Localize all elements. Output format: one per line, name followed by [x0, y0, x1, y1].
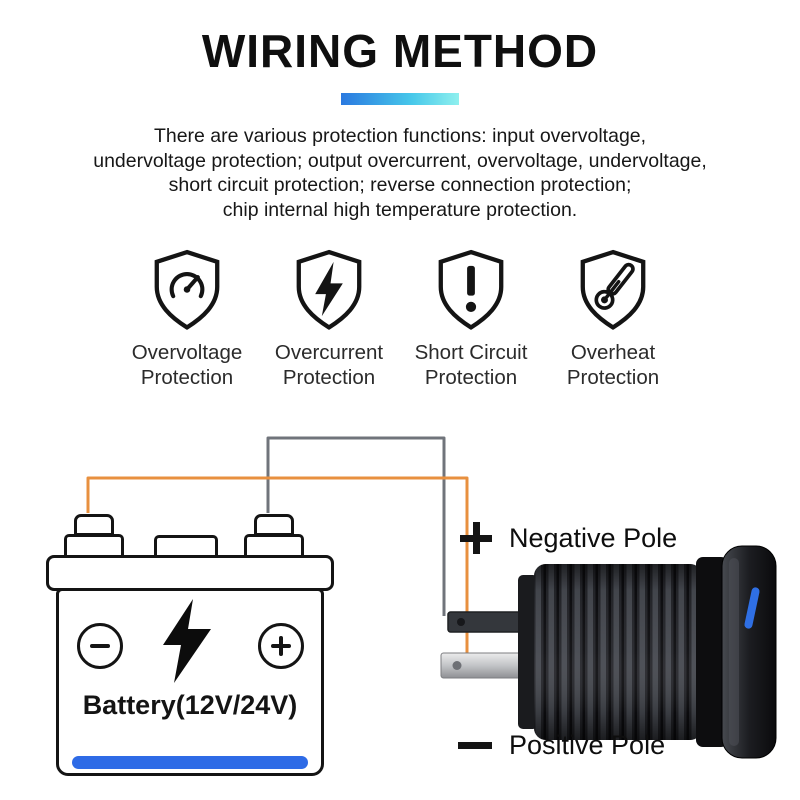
feature-label-line: Overvoltage [131, 341, 243, 364]
feature-label: Overheat Protection [567, 340, 659, 390]
gauge-shield-icon [150, 248, 224, 332]
battery-terminal-right-cap [254, 514, 294, 536]
minus-icon [458, 742, 492, 749]
positive-wire [86, 476, 469, 658]
plus-icon [460, 522, 492, 554]
description-text: There are various protection functions: … [20, 124, 780, 222]
description-line: There are various protection functions: … [153, 125, 647, 147]
page-title: WIRING METHOD [201, 25, 599, 77]
battery-body [56, 588, 324, 776]
feature-label-line: Short Circuit [414, 341, 528, 364]
feature-overvoltage: Overvoltage Protection [118, 248, 256, 390]
feature-label: Overcurrent Protection [275, 340, 383, 390]
lightning-shield-icon [292, 248, 366, 332]
negative-wire [266, 436, 446, 616]
exclamation-shield-icon [434, 248, 508, 332]
thermometer-shield-icon [576, 248, 650, 332]
feature-label-line: Protection [282, 366, 376, 389]
battery-terminal-left-cap [74, 514, 114, 536]
feature-label-line: Overheat [570, 341, 656, 364]
feature-overheat: Overheat Protection [544, 248, 682, 390]
battery-blue-bar [72, 756, 308, 769]
minus-circle-icon [77, 623, 123, 669]
feature-label: Overvoltage Protection [132, 340, 243, 390]
charger-blue-accent [744, 587, 760, 629]
feature-label: Short Circuit Protection [415, 340, 528, 390]
description-line: undervoltage protection; output overcurr… [93, 149, 707, 172]
feature-overcurrent: Overcurrent Protection [260, 248, 398, 390]
negative-pole-label: Negative Pole [509, 522, 678, 553]
feature-short-circuit: Short Circuit Protection [402, 248, 540, 390]
plus-circle-icon [258, 623, 304, 669]
feature-label-line: Protection [424, 366, 518, 389]
lightning-icon [163, 599, 211, 683]
description-line: chip internal high temperature protectio… [222, 198, 578, 221]
negative-pole-label-row: Negative Pole [460, 522, 677, 554]
charger-socket-illustration [440, 545, 777, 759]
title-divider [341, 93, 459, 105]
battery-label: Battery(12V/24V) [82, 690, 298, 720]
protection-features: Overvoltage Protection Overcurrent Prote… [118, 248, 682, 390]
positive-pole-label: Positive Pole [509, 730, 666, 760]
description-line: short circuit protection; reverse connec… [168, 174, 632, 196]
feature-label-line: Protection [140, 366, 234, 389]
positive-pole-label-row: Positive Pole [458, 730, 665, 761]
battery-top-plate [46, 555, 334, 591]
feature-label-line: Overcurrent [274, 341, 384, 364]
feature-label-line: Protection [566, 366, 660, 389]
